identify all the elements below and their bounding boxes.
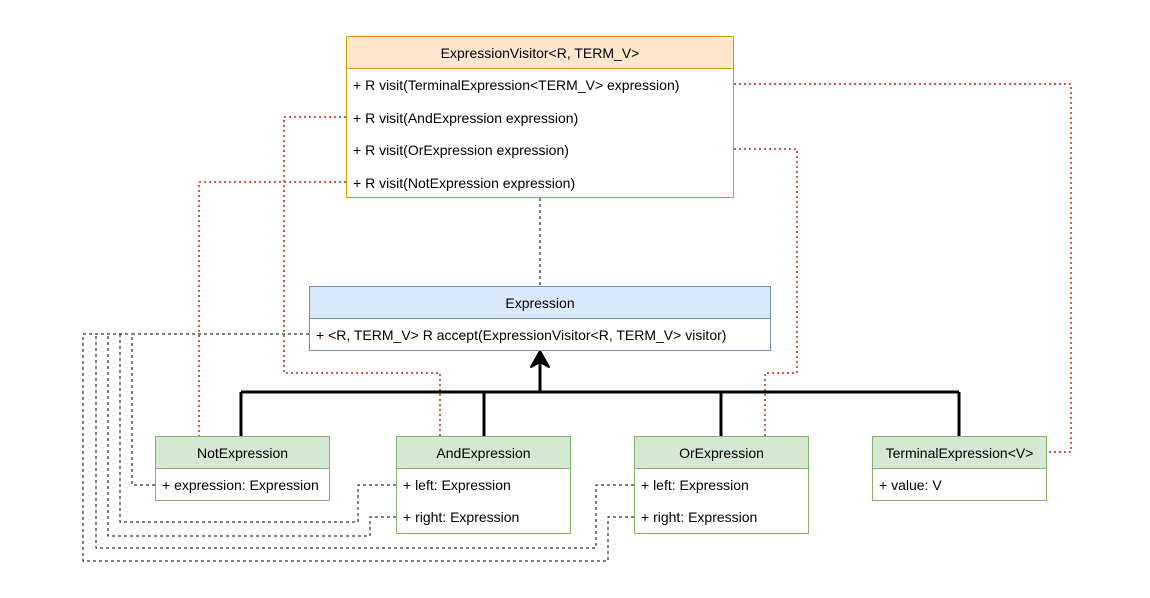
accept-method: + <R, TERM_V> R accept(ExpressionVisitor… <box>316 327 727 343</box>
visit-not-link <box>198 181 346 436</box>
not-expression-field: + expression: Expression <box>162 477 319 493</box>
visit-and-method: + R visit(AndExpression expression) <box>353 109 579 126</box>
or-left-field-link <box>95 334 634 549</box>
or-right-field-link <box>82 333 634 562</box>
visit-not-method: + R visit(NotExpression expression) <box>353 174 576 191</box>
expression-title: Expression <box>310 287 770 319</box>
not-expression-class[interactable]: NotExpression + expression: Expression <box>155 436 330 501</box>
not-expression-field-link <box>131 333 309 486</box>
and-right-field: + right: Expression <box>403 509 520 525</box>
expression-visitor-class[interactable]: ExpressionVisitor<R, TERM_V> + R visit(T… <box>346 36 734 198</box>
not-expression-title: NotExpression <box>156 437 329 469</box>
and-left-field-link <box>119 334 396 523</box>
and-right-field-link <box>107 334 396 537</box>
or-expression-title: OrExpression <box>635 437 808 469</box>
and-left-field: + left: Expression <box>403 477 511 493</box>
inheritance-arrowhead <box>530 350 550 368</box>
expression-visitor-title: ExpressionVisitor<R, TERM_V> <box>347 37 733 69</box>
or-expression-class[interactable]: OrExpression + left: Expression + right:… <box>634 436 809 534</box>
visit-terminal-method: + R visit(TerminalExpression<TERM_V> exp… <box>353 77 680 94</box>
terminal-value-field: + value: V <box>879 477 942 493</box>
or-right-field: + right: Expression <box>641 509 758 525</box>
visit-or-method: + R visit(OrExpression expression) <box>353 142 569 159</box>
terminal-expression-title: TerminalExpression<V> <box>873 437 1046 469</box>
and-expression-title: AndExpression <box>397 437 570 469</box>
visit-and-link <box>283 116 441 436</box>
expression-class[interactable]: Expression + <R, TERM_V> R accept(Expres… <box>309 286 771 351</box>
or-left-field: + left: Expression <box>641 477 749 493</box>
terminal-expression-class[interactable]: TerminalExpression<V> + value: V <box>872 436 1047 501</box>
visit-or-link <box>734 148 798 436</box>
and-expression-class[interactable]: AndExpression + left: Expression + right… <box>396 436 571 534</box>
visit-terminal-link <box>734 83 1072 453</box>
